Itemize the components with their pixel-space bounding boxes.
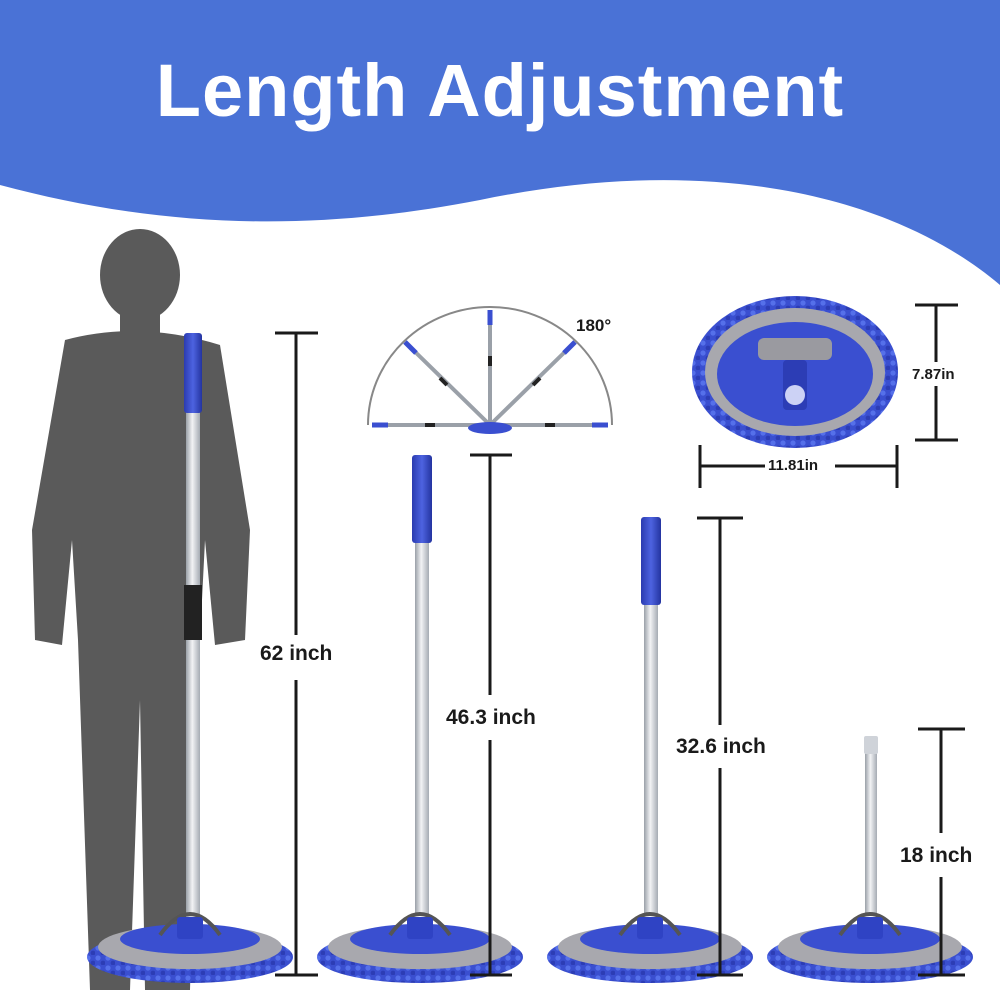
length-label-32: 32.6 inch xyxy=(676,735,766,758)
dimension-bar-32 xyxy=(697,516,743,977)
length-label-62: 62 inch xyxy=(260,642,333,665)
mop-62-inch xyxy=(85,333,295,985)
dimension-bar-62 xyxy=(275,331,318,977)
mop-head-width-label: 11.81in xyxy=(768,457,819,474)
rotation-angle-label: 180° xyxy=(576,316,612,335)
mop-46-inch xyxy=(315,455,525,985)
mop-head-width-bar xyxy=(698,445,899,488)
dimension-bar-46 xyxy=(470,453,512,977)
page-title: Length Adjustment xyxy=(155,49,845,132)
mop-head-top-view xyxy=(692,296,898,448)
dimension-bar-18 xyxy=(918,727,965,977)
rotation-diagram xyxy=(367,306,613,434)
length-label-46: 46.3 inch xyxy=(446,706,536,729)
mop-18-inch xyxy=(765,736,975,985)
mop-32-inch xyxy=(545,517,755,985)
header-banner xyxy=(0,0,1000,285)
mop-head-height-label: 7.87in xyxy=(912,366,955,383)
length-label-18: 18 inch xyxy=(900,844,973,867)
person-silhouette xyxy=(32,229,250,991)
mop-head-height-bar xyxy=(915,303,958,442)
